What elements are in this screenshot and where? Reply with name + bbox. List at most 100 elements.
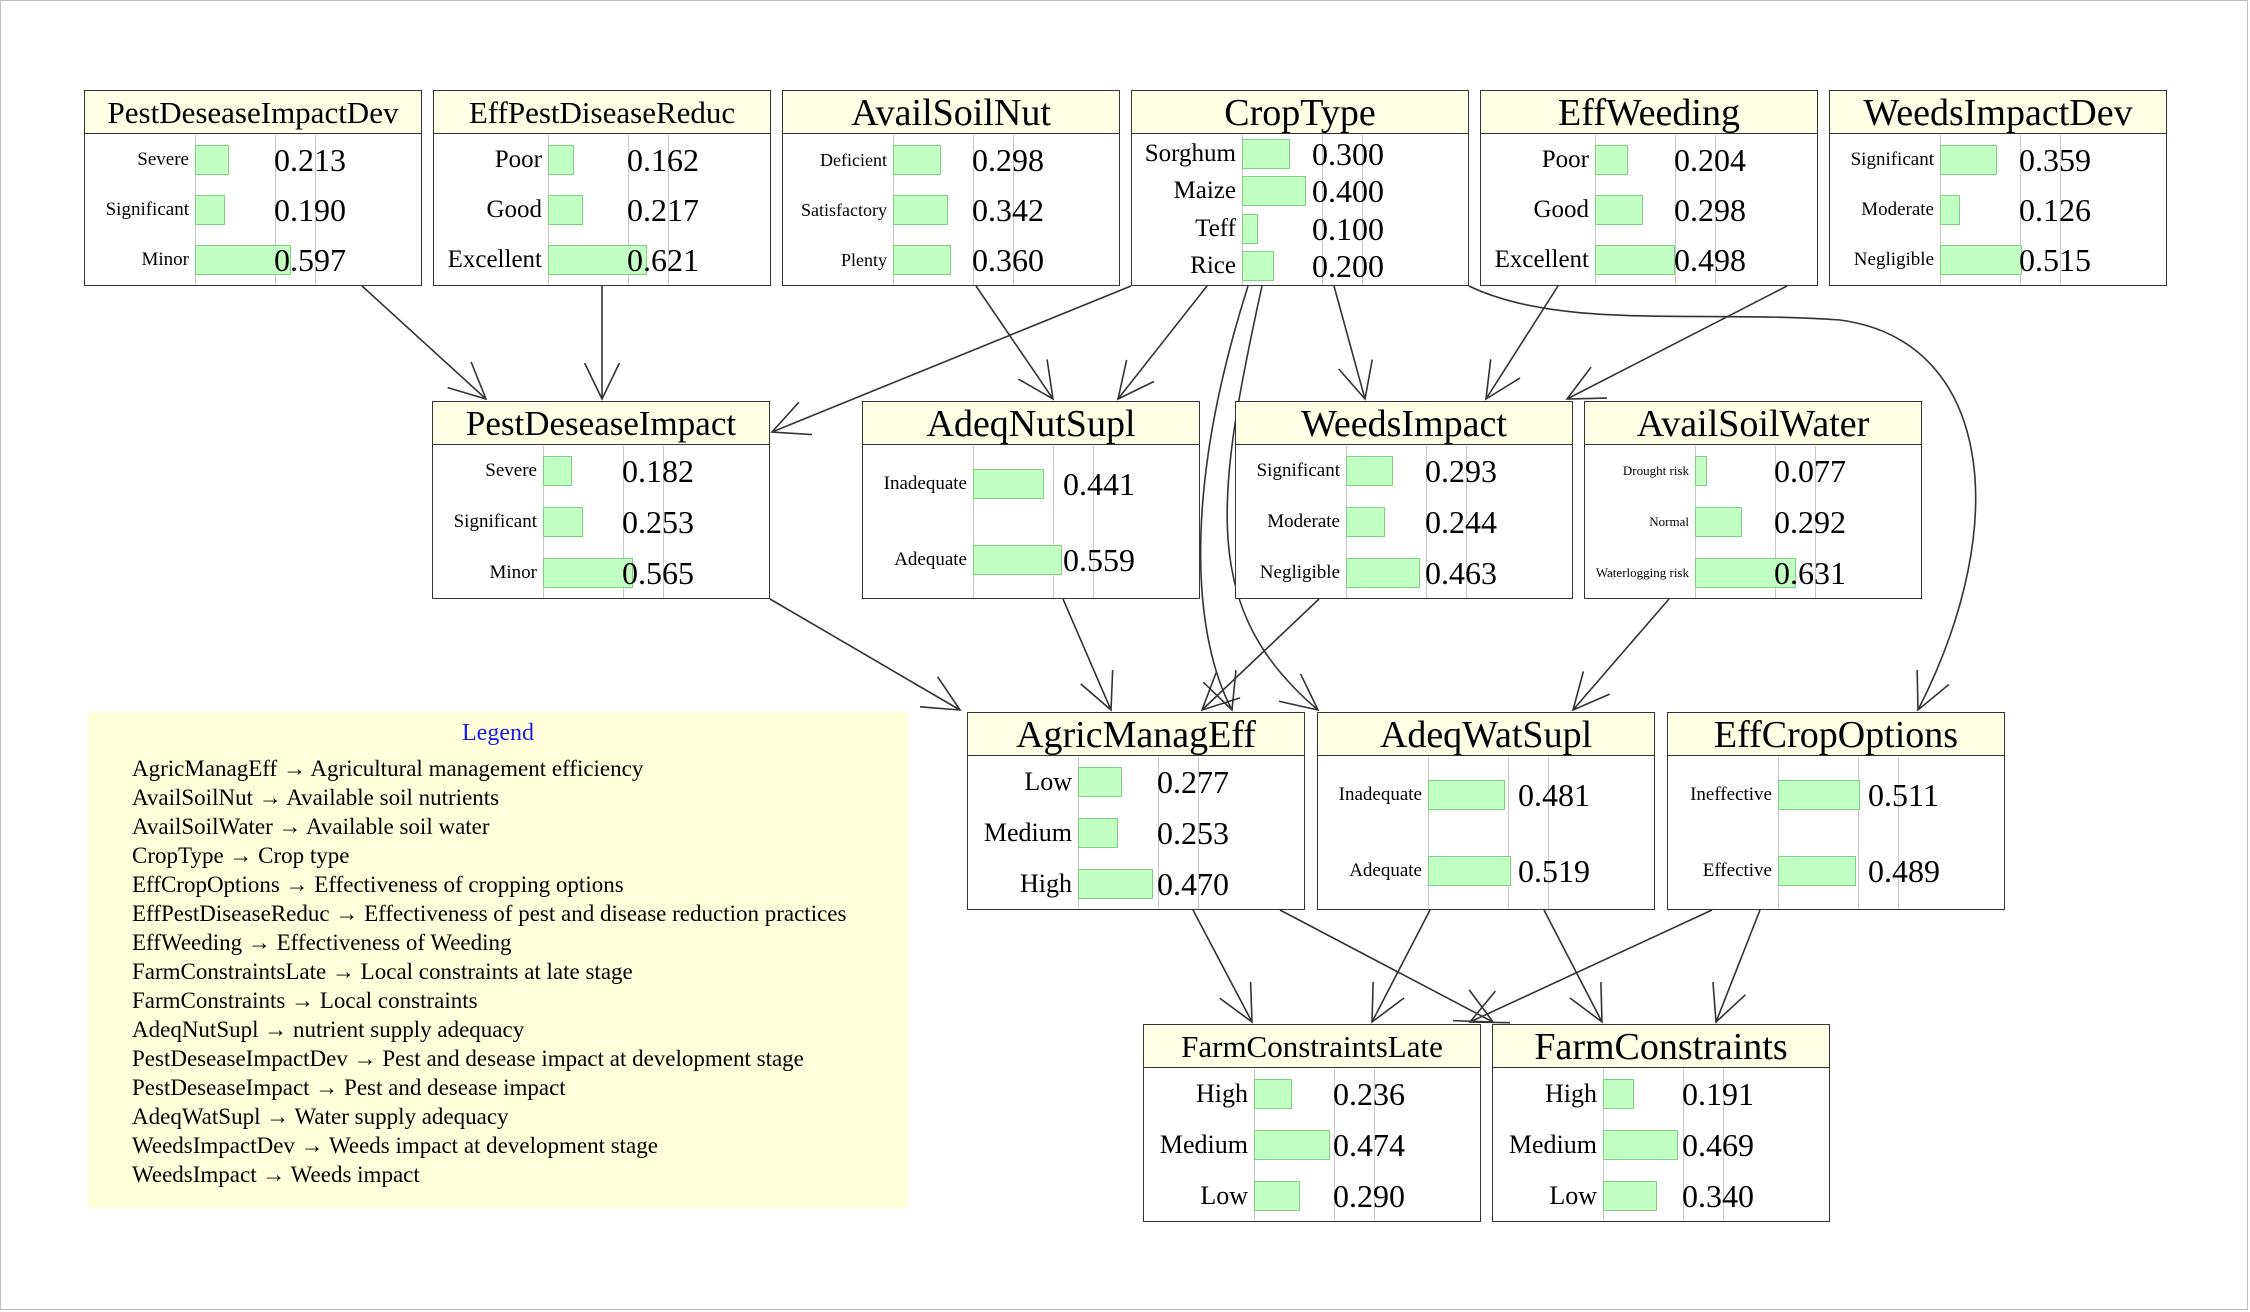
grid-line <box>1362 135 1363 285</box>
probability-bar <box>1078 868 1154 899</box>
state-value: 0.519 <box>1518 853 1590 889</box>
state-value: 0.162 <box>627 142 699 178</box>
state-label: Low <box>1024 767 1072 797</box>
state-label: High <box>1545 1079 1597 1109</box>
legend-title: Legend <box>462 720 534 746</box>
state-label: Satisfactory <box>801 200 887 220</box>
probability-bar <box>1346 456 1393 487</box>
grid-line <box>1675 135 1676 285</box>
state-row: Significant 0.293 <box>1236 451 1572 491</box>
state-value: 0.293 <box>1425 453 1497 490</box>
probability-bar <box>1346 557 1421 588</box>
node-title: AdeqNutSupl <box>863 402 1199 445</box>
state-label: Minor <box>141 249 190 270</box>
probability-bar <box>1595 195 1643 225</box>
probability-bar <box>543 557 634 588</box>
probability-bar <box>1603 1130 1679 1160</box>
grid-line <box>1013 135 1014 285</box>
state-label: Poor <box>1541 146 1589 173</box>
state-value: 0.217 <box>627 192 699 228</box>
node-title: FarmConstraintsLate <box>1144 1025 1480 1068</box>
node-title: AvailSoilWater <box>1585 402 1921 445</box>
probability-bar <box>1242 213 1258 244</box>
state-label: Significant <box>1850 149 1934 170</box>
grid-line <box>2020 135 2021 285</box>
grid-line <box>628 135 629 285</box>
state-label: Medium <box>1508 1130 1597 1159</box>
state-value: 0.182 <box>622 453 694 490</box>
state-label: Severe <box>137 149 189 170</box>
probability-bar <box>1695 456 1708 487</box>
probability-bar <box>1346 507 1386 537</box>
legend-line: EffPestDiseaseReduc → Effectiveness of p… <box>132 901 847 926</box>
edge-weedsimpactdev-to-availsoilwater <box>1565 285 1788 400</box>
legend-line: AvailSoilNut → Available soil nutrients <box>132 785 500 810</box>
grid-line <box>1683 1069 1684 1221</box>
edge-croptype-to-effcropoptions <box>1468 285 1977 712</box>
probability-bar <box>195 145 230 175</box>
probability-bar <box>1940 145 1998 175</box>
state-label: Effective <box>1702 860 1772 881</box>
legend-line: AvailSoilWater → Available soil water <box>132 814 490 839</box>
probability-bar <box>1603 1180 1658 1211</box>
grid-line <box>663 446 664 598</box>
probability-bar <box>1595 245 1675 275</box>
state-label: Waterlogging risk <box>1595 564 1689 580</box>
state-value: 0.236 <box>1333 1076 1405 1113</box>
legend-line: WeedsImpactDev → Weeds impact at develop… <box>132 1133 658 1158</box>
edge-weedsimpact-to-agricmanageff <box>1200 598 1320 712</box>
state-value: 0.277 <box>1157 764 1229 801</box>
state-label: Minor <box>489 561 538 583</box>
state-label: Poor <box>494 146 542 173</box>
probability-bar <box>893 145 941 175</box>
state-label: Teff <box>1195 214 1236 242</box>
state-value: 0.360 <box>972 242 1044 278</box>
node-title: PestDeseaseImpactDev <box>85 91 421 134</box>
node-title: FarmConstraints <box>1493 1025 1829 1068</box>
grid-line <box>1322 135 1323 285</box>
grid-line <box>1053 446 1054 598</box>
node-title: EffCropOptions <box>1668 713 2004 756</box>
state-value: 0.565 <box>622 554 694 591</box>
state-row: Effective 0.489 <box>1668 851 2004 891</box>
state-value: 0.100 <box>1312 210 1384 247</box>
state-label: High <box>1020 868 1072 898</box>
probability-bar <box>1595 145 1628 175</box>
edge-croptype-to-weedsimpact <box>1333 285 1374 401</box>
state-value: 0.300 <box>1312 135 1384 172</box>
probability-bar <box>195 195 226 225</box>
state-value: 0.489 <box>1868 853 1940 889</box>
state-label: Significant <box>1256 460 1340 482</box>
probability-bar <box>548 145 574 175</box>
probability-bar <box>1695 507 1742 537</box>
